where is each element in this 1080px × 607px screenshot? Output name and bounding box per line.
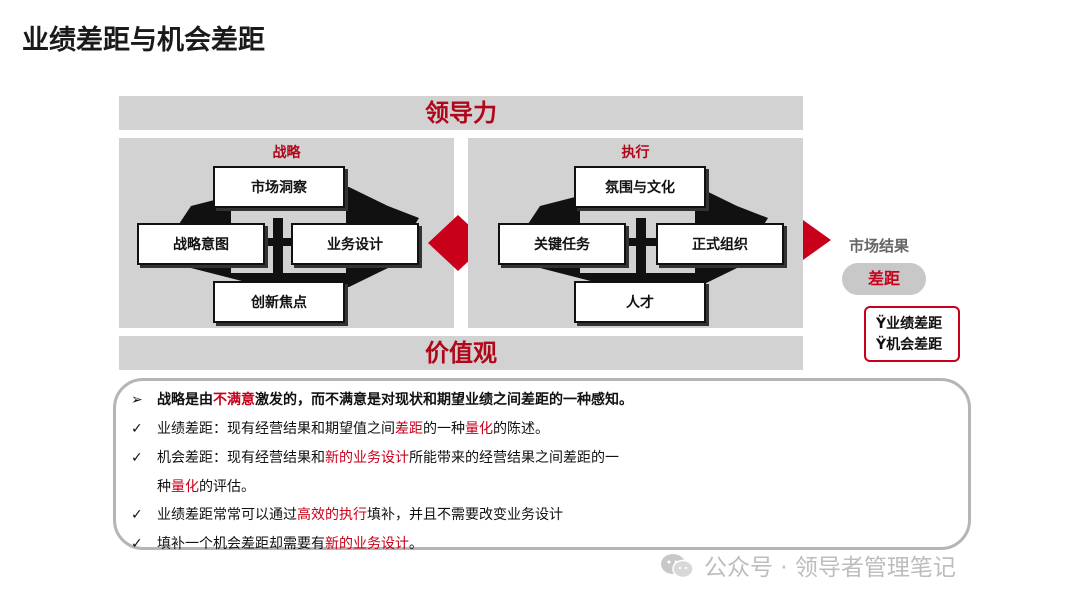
notes-panel	[113, 378, 971, 550]
execution-left-box: 关键任务	[498, 223, 626, 265]
note-text: 战略是由	[157, 392, 213, 408]
note-line: ✓ 业绩差距常常可以通过高效的执行填补，并且不需要改变业务设计	[131, 504, 563, 524]
arrow-bullet-icon: ➢	[131, 392, 143, 408]
note-text: 业绩差距：现有经营结果和期望值之间	[157, 421, 395, 437]
note-line: ✓ 业绩差距：现有经营结果和期望值之间差距的一种量化的陈述。	[131, 418, 549, 438]
strategy-title: 战略	[272, 145, 301, 161]
strategy-bottom-box: 创新焦点	[213, 281, 345, 323]
note-line: ✓ 机会差距：现有经营结果和新的业务设计所能带来的经营结果之间差距的一	[131, 447, 619, 467]
note-text: 所能带来的经营结果之间差距的一	[409, 450, 619, 466]
execution-panel: 执行 氛围与文化 关键任务 正式组织 人才	[468, 138, 803, 328]
note-text: 的一种	[423, 421, 465, 437]
values-band: 价值观	[119, 336, 803, 370]
execution-top-box: 氛围与文化	[574, 166, 706, 208]
strategy-panel: 战略 市场洞察 战略意图 业务设计 创新焦点	[119, 138, 454, 328]
strategy-right-box: 业务设计	[291, 223, 419, 265]
note-highlight: 不满意	[213, 392, 255, 408]
check-icon: ✓	[131, 421, 143, 437]
note-highlight: 差距	[395, 421, 423, 437]
page-title: 业绩差距与机会差距	[22, 25, 265, 56]
note-highlight: 新的业务设计	[325, 450, 409, 466]
note-highlight: 高效的执行	[297, 507, 367, 523]
watermark-text: 公众号 · 领导者管理笔记	[704, 555, 956, 581]
execution-title: 执行	[621, 145, 650, 161]
gap-type-opportunity: Ÿ机会差距	[876, 337, 943, 353]
result-arrow-icon	[803, 220, 831, 260]
note-text: 种	[157, 479, 171, 495]
note-line: 种量化的评估。	[131, 476, 255, 496]
check-icon: ✓	[131, 450, 143, 466]
note-text: 。	[409, 536, 423, 552]
execution-right-box: 正式组织	[656, 223, 784, 265]
check-icon: ✓	[131, 536, 143, 552]
note-text: 填补，并且不需要改变业务设计	[367, 507, 563, 523]
note-line: ➢ 战略是由不满意激发的，而不满意是对现状和期望业绩之间差距的一种感知。	[131, 389, 633, 409]
execution-bottom-box: 人才	[574, 281, 706, 323]
note-text: 激发的，而不满意是对现状和期望业绩之间差距的一种感知。	[255, 392, 633, 408]
note-text: 机会差距：现有经营结果和	[157, 450, 325, 466]
watermark: 公众号 · 领导者管理笔记	[660, 548, 956, 582]
gap-types-box: Ÿ业绩差距 Ÿ机会差距	[864, 306, 960, 362]
note-highlight: 量化	[465, 421, 493, 437]
market-result-label: 市场结果	[849, 237, 910, 255]
note-highlight: 量化	[171, 479, 199, 495]
strategy-left-box: 战略意图	[137, 223, 265, 265]
gap-pill: 差距	[842, 263, 926, 295]
note-text: 填补一个机会差距却需要有	[157, 536, 325, 552]
note-line: ✓ 填补一个机会差距却需要有新的业务设计。	[131, 533, 423, 553]
note-text: 业绩差距常常可以通过	[157, 507, 297, 523]
check-icon: ✓	[131, 507, 143, 523]
leadership-band: 领导力	[119, 96, 803, 130]
wechat-icon	[661, 554, 694, 579]
note-text: 的评估。	[199, 479, 255, 495]
note-text: 的陈述。	[493, 421, 549, 437]
strategy-top-box: 市场洞察	[213, 166, 345, 208]
note-highlight: 新的业务设计	[325, 536, 409, 552]
gap-type-performance: Ÿ业绩差距	[876, 316, 943, 332]
